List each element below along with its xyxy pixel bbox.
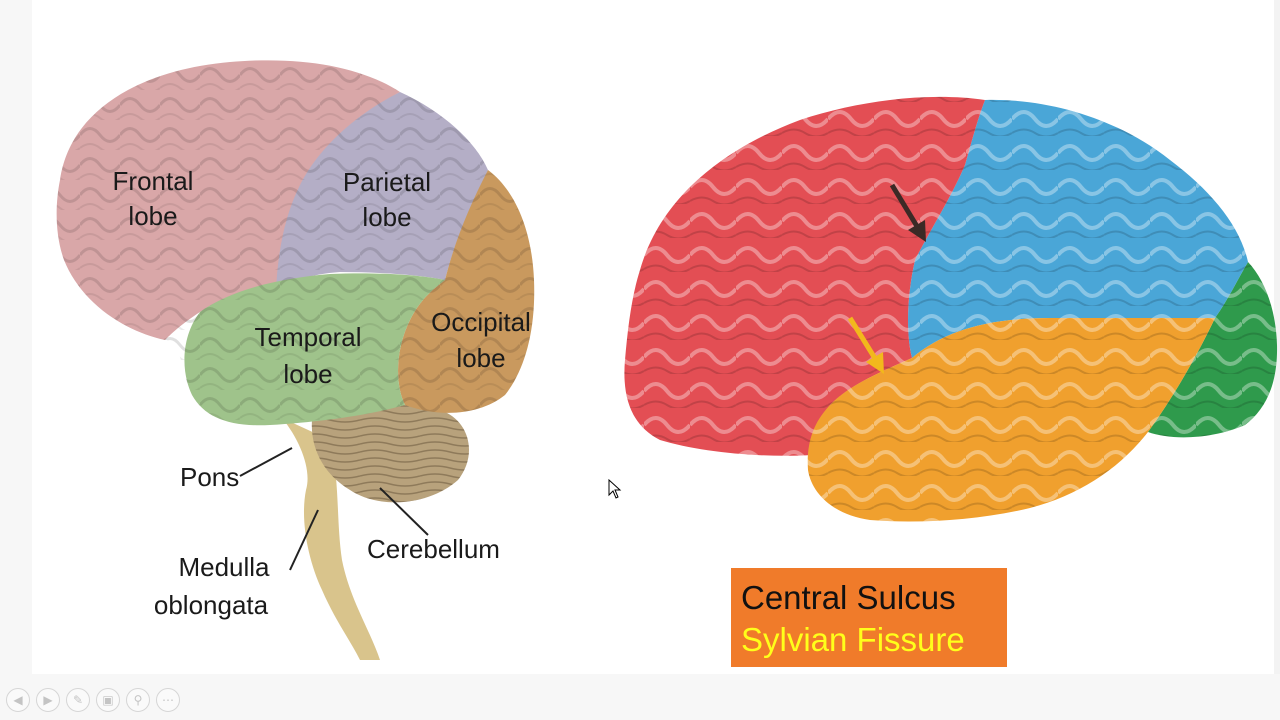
right-brain-illustration [624, 96, 1278, 522]
cerebellum-pointer [379, 487, 429, 536]
temporal-label-line1: Temporal [255, 322, 362, 352]
slide-margin-left [0, 0, 32, 720]
more-icon[interactable]: ⋯ [156, 688, 180, 712]
pons-pointer [239, 447, 293, 477]
temporal-label-line2: lobe [283, 359, 332, 389]
previous-icon[interactable]: ◀ [6, 688, 30, 712]
slide-margin-right [1274, 0, 1280, 720]
left-brain-illustration: Frontal lobe Parietal lobe Temporal lobe… [56, 60, 535, 660]
medulla-label-line2: oblongata [154, 590, 269, 620]
slides-icon[interactable]: ▣ [96, 688, 120, 712]
central-sulcus-arrow [889, 183, 926, 242]
medulla-pointer [289, 509, 319, 571]
cerebellum-label: Cerebellum [367, 534, 500, 564]
occipital-label-line2: lobe [456, 343, 505, 373]
parietal-label-line2: lobe [362, 202, 411, 232]
medulla-label-line1: Medulla [178, 552, 270, 582]
gyri-texture [56, 60, 535, 426]
brainstem [282, 418, 380, 660]
presentation-toolbar: ◀ ▶ ✎ ▣ ⚲ ⋯ [6, 688, 180, 716]
pen-icon[interactable]: ✎ [66, 688, 90, 712]
frontal-label-line1: Frontal [113, 166, 194, 196]
sylvian-fissure-arrow [847, 316, 884, 374]
occipital-label-line1: Occipital [431, 307, 531, 337]
right-gyri-texture [624, 96, 1278, 522]
next-icon[interactable]: ▶ [36, 688, 60, 712]
cerebellum-texture [311, 404, 470, 503]
legend-central-sulcus: Central Sulcus [741, 579, 956, 616]
frontal-label-line2: lobe [128, 201, 177, 231]
slide-margin-bottom [0, 674, 1280, 720]
legend-box: Central Sulcus Sylvian Fissure [731, 568, 1007, 667]
pons-label: Pons [180, 462, 239, 492]
legend-sylvian-fissure: Sylvian Fissure [741, 621, 965, 658]
zoom-icon[interactable]: ⚲ [126, 688, 150, 712]
mouse-cursor-icon [608, 479, 622, 499]
parietal-label-line1: Parietal [343, 167, 431, 197]
